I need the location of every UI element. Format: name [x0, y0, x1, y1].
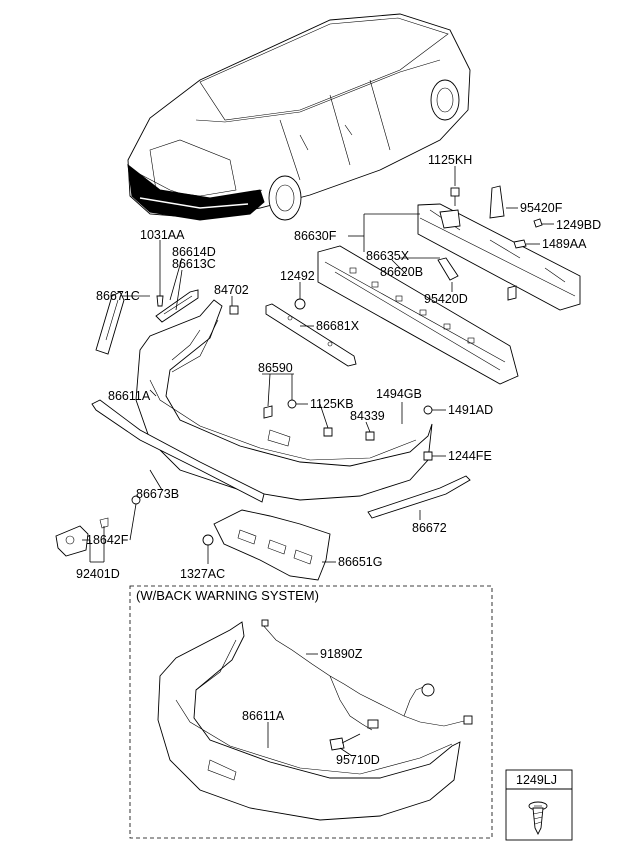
label-84702: 84702: [214, 283, 249, 297]
part-labels: 1125KH 95420F 1249BD 1489AA 86630F 86635…: [76, 153, 601, 581]
car-illustration: [127, 13, 471, 221]
label-1494GB: 1494GB: [376, 387, 422, 401]
label-18642F: 18642F: [86, 533, 129, 547]
label-1244FE: 1244FE: [448, 449, 492, 463]
label-1125KH: 1125KH: [428, 153, 472, 167]
label-86672: 86672: [412, 521, 447, 535]
label-1491AD: 1491AD: [448, 403, 493, 417]
label-84339: 84339: [350, 409, 385, 423]
label-86630F: 86630F: [294, 229, 337, 243]
license-lamp-92401D: [55, 525, 89, 557]
label-86614D: 86614D: [172, 245, 216, 259]
molding-86673B: [91, 399, 265, 503]
screw-icon: [528, 801, 548, 836]
legend-part-number: 1249LJ: [516, 773, 557, 787]
label-86620B: 86620B: [380, 265, 423, 279]
label-12492: 12492: [280, 269, 315, 283]
label-1327AC: 1327AC: [180, 567, 225, 581]
label-1031AA: 1031AA: [140, 228, 185, 242]
label-86635X: 86635X: [366, 249, 410, 263]
label-95710D: 95710D: [336, 753, 380, 767]
bumper-cover-86611A: [135, 299, 433, 501]
label-92401D: 92401D: [76, 567, 120, 581]
label-86611A-bottom: 86611A: [242, 709, 285, 723]
molding-86672: [367, 475, 471, 519]
leader-lines: [82, 166, 554, 564]
under-cover-86651G: [213, 509, 331, 581]
label-86651G: 86651G: [338, 555, 382, 569]
back-warning-section: (W/BACK WARNING SYSTEM) 91890Z 86611A 95…: [129, 585, 493, 839]
label-86681X: 86681X: [316, 319, 360, 333]
rear-beam-86630F: [417, 203, 581, 311]
label-95420F: 95420F: [520, 201, 563, 215]
legend-box: 1249LJ: [505, 769, 573, 841]
label-86673B: 86673B: [136, 487, 179, 501]
label-86671C: 86671C: [96, 289, 140, 303]
label-95420D: 95420D: [424, 292, 468, 306]
hardware-items: [99, 185, 543, 546]
label-86590: 86590: [258, 361, 293, 375]
label-86611A-top: 86611A: [108, 389, 151, 403]
section-title: (W/BACK WARNING SYSTEM): [136, 588, 319, 603]
label-1249BD: 1249BD: [556, 218, 601, 232]
energy-absorber-86620B: [317, 245, 519, 385]
label-1489AA: 1489AA: [542, 237, 587, 251]
label-86613C: 86613C: [172, 257, 216, 271]
label-1125KB: 1125KB: [310, 397, 354, 411]
bracket-86681X: [265, 303, 357, 367]
label-91890Z: 91890Z: [320, 647, 363, 661]
